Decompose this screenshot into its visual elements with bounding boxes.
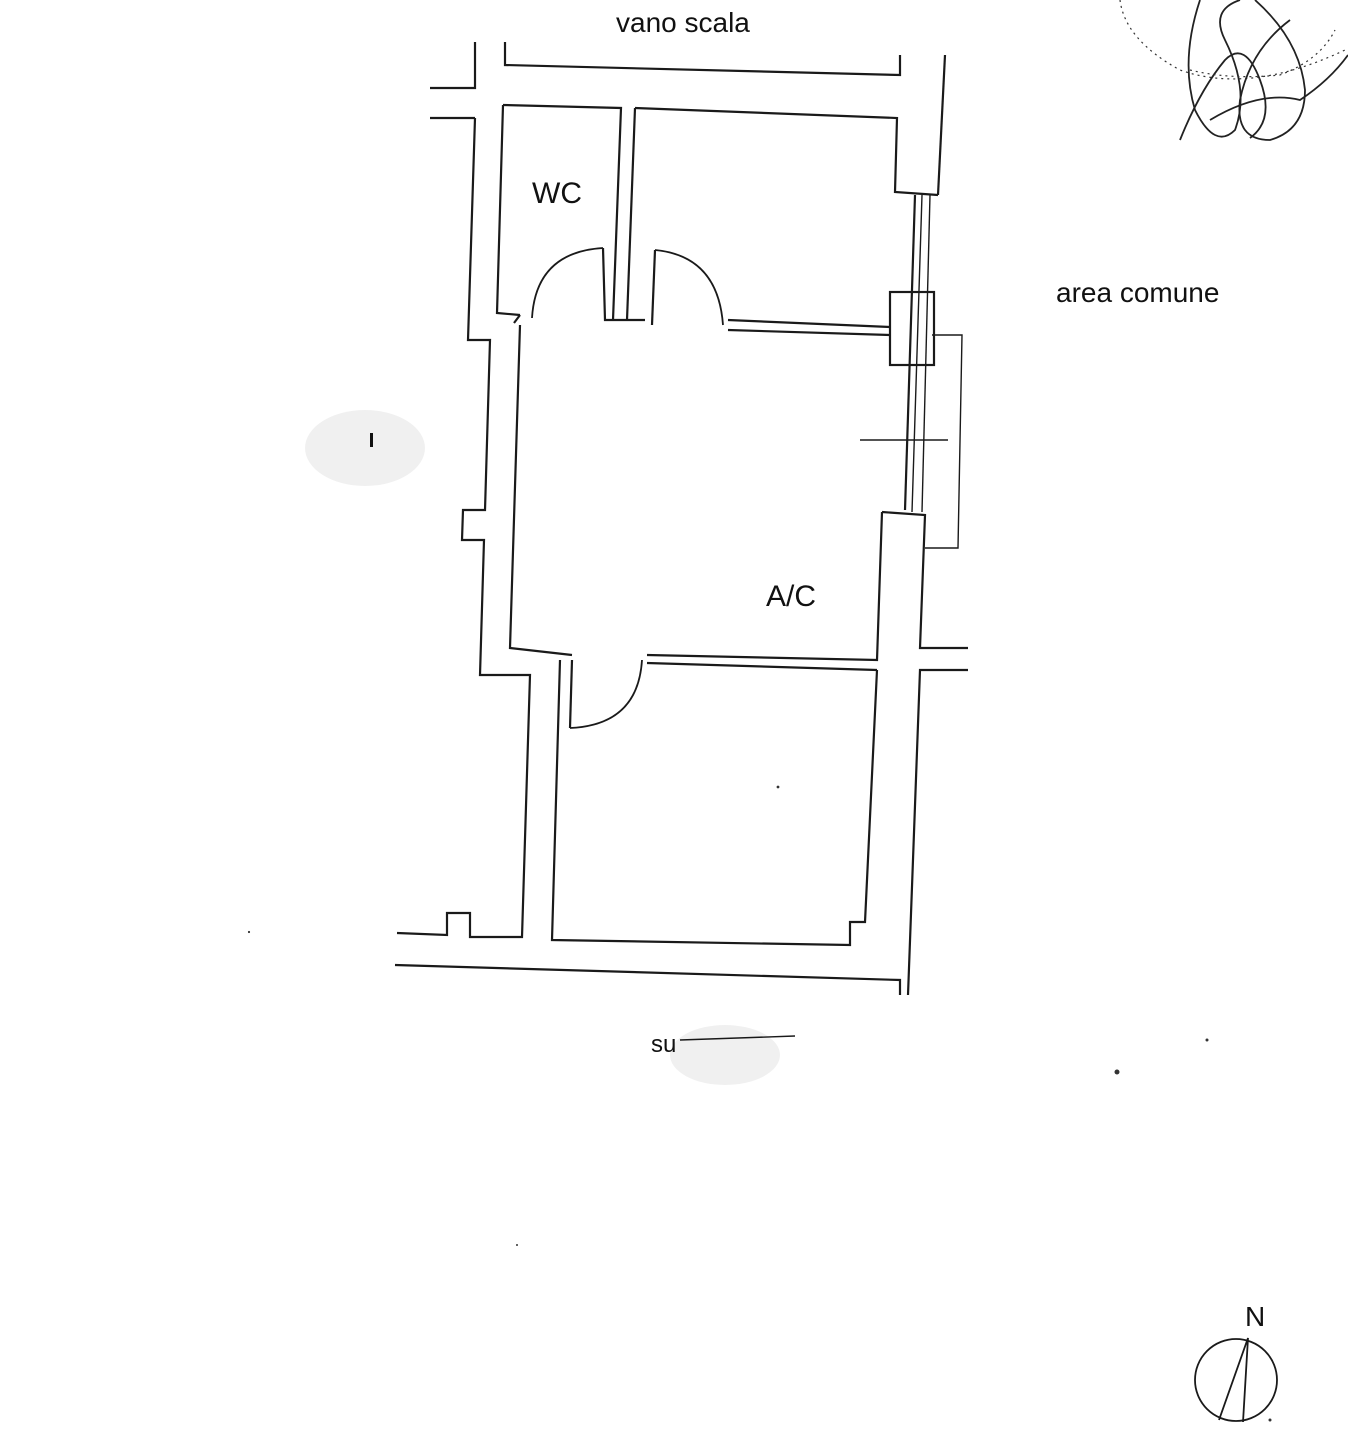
- lower-room: [550, 659, 879, 947]
- smudge-left: [305, 410, 425, 486]
- label-vano-scala: vano scala: [616, 7, 750, 38]
- label-north: N: [1245, 1301, 1265, 1332]
- top-wall: [430, 42, 947, 196]
- mark-left: [370, 433, 373, 447]
- label-wc: WC: [532, 177, 582, 210]
- door-swings: [531, 247, 724, 729]
- south-street-line: [679, 1035, 796, 1041]
- label-south-street: su: [651, 1031, 676, 1058]
- main-room-ac: [508, 324, 891, 672]
- compass-north-icon: [1194, 1337, 1278, 1423]
- smudge-bottom: [670, 1025, 780, 1085]
- signature-scribble: [1119, 0, 1348, 141]
- left-outer-wall: [396, 117, 532, 939]
- specks: [247, 785, 1272, 1422]
- label-area-comune: area comune: [1056, 277, 1219, 308]
- upper-right-room: [625, 106, 939, 329]
- right-window-block: [860, 194, 968, 996]
- wc-room: [495, 103, 645, 324]
- bottom-wall: [394, 963, 902, 995]
- label-ac: A/C: [766, 580, 816, 613]
